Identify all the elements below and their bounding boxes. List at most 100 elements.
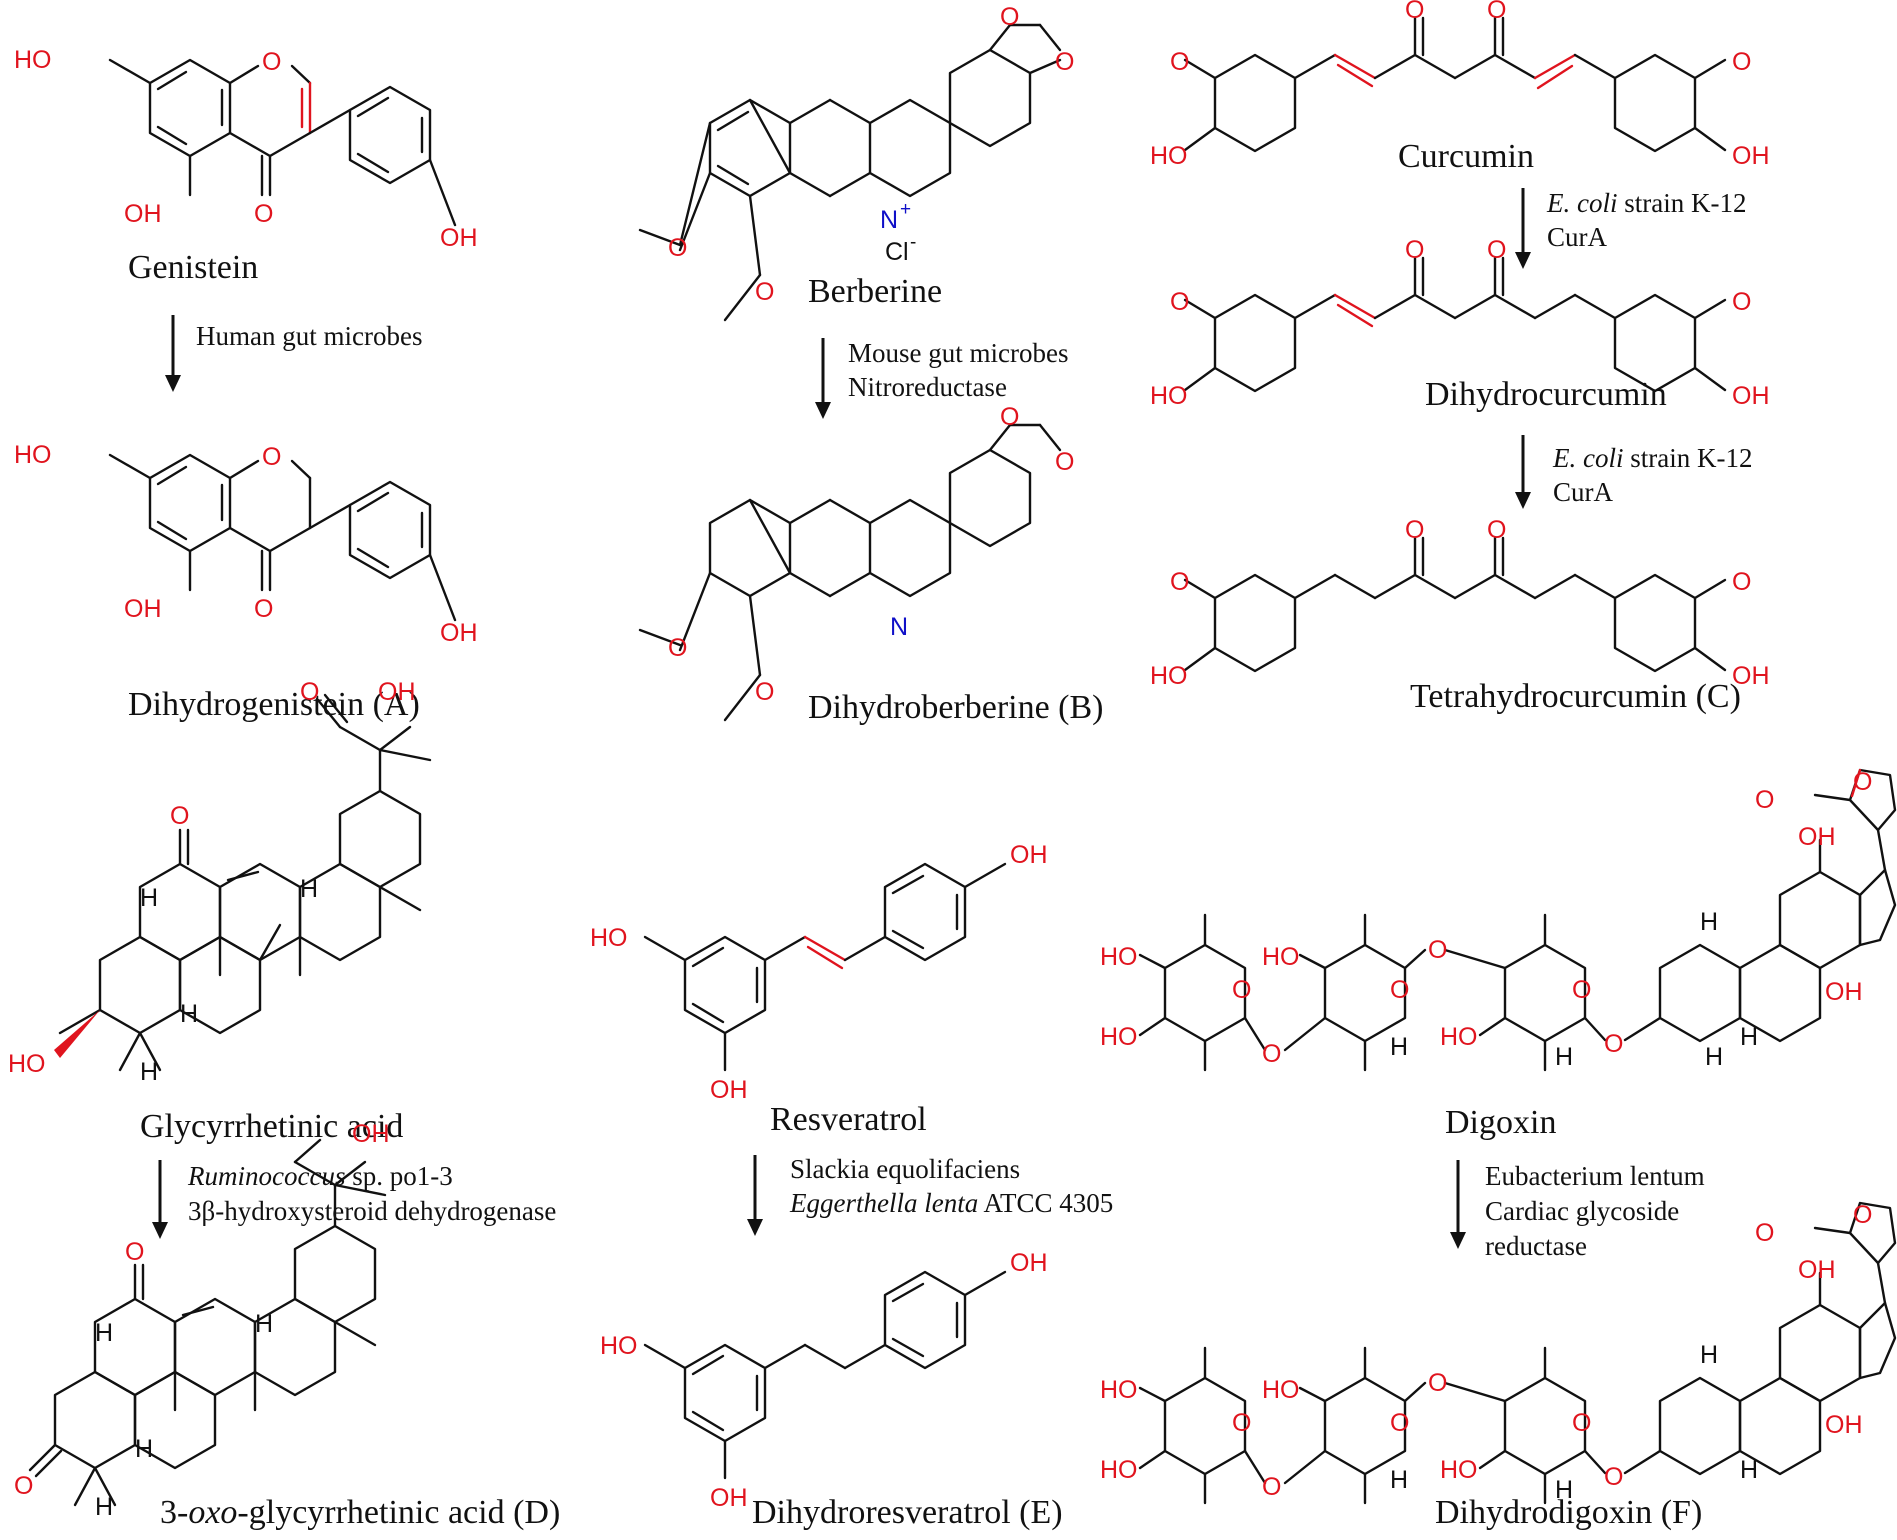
- ring-oxygen-label: O: [1232, 1409, 1251, 1437]
- ring-oxygen-label: O: [1390, 976, 1409, 1004]
- product-name: Dihydrogenistein (A): [128, 686, 420, 723]
- negative-charge: -: [910, 232, 916, 253]
- substrate-name: Berberine: [808, 273, 942, 310]
- substrate-name: Glycyrrhetinic acid: [140, 1108, 403, 1145]
- organism-name: E. coli: [1552, 443, 1623, 473]
- organism-name: Eggerthella lenta: [789, 1188, 978, 1218]
- panel-e: HO OH OH Resveratrol Slackia equolifacie…: [590, 841, 1113, 1531]
- ring-oxygen-label: O: [1232, 976, 1251, 1004]
- stereo-hydrogen-label: H: [95, 1493, 113, 1521]
- product-suffix: -glycyrrhetinic acid (D): [237, 1494, 560, 1531]
- lactone-oxygen-label: O: [1755, 786, 1774, 814]
- ring-oxygen-label: O: [1572, 976, 1591, 1004]
- substrate-name: Resveratrol: [770, 1101, 927, 1138]
- hydroxyl-label: HO: [1440, 1023, 1478, 1051]
- methylenedioxy-oxygen-label: O: [1000, 3, 1019, 31]
- stereo-hydrogen-label: H: [1705, 1043, 1723, 1071]
- hydroxyl-label: HO: [1440, 1456, 1478, 1484]
- arrowhead: [165, 375, 181, 392]
- stereo-hydrogen-label: H: [140, 884, 158, 912]
- stereo-hydrogen-label: H: [95, 1319, 113, 1347]
- glycosidic-oxygen-label: O: [1604, 1030, 1623, 1058]
- ketone-oxygen-label: O: [1487, 0, 1506, 24]
- ring-oxygen-label: O: [1572, 1409, 1591, 1437]
- dihydroresveratrol-structure: HO OH OH: [600, 1249, 1048, 1512]
- ketone-oxygen-label: O: [170, 802, 189, 830]
- hydroxyl-label: OH: [1825, 978, 1863, 1006]
- hydroxyl-label: OH: [710, 1076, 748, 1104]
- hydroxyl-label: OH: [1798, 823, 1836, 851]
- hydroxyl-label: OH: [1732, 662, 1770, 690]
- stereo-hydrogen-label: H: [1740, 1456, 1758, 1484]
- glycosidic-oxygen-label: O: [1262, 1040, 1281, 1068]
- hydroxyl-label: OH: [1732, 142, 1770, 170]
- methoxy-oxygen-label: O: [1170, 568, 1189, 596]
- reaction-condition: Human gut microbes: [196, 321, 422, 351]
- panel-f: O O O O O O HO HO HO HO OH OH O O H H H …: [1100, 768, 1897, 1531]
- lactone-oxygen-label: O: [1853, 1201, 1872, 1229]
- methylenedioxy-oxygen-label: O: [1055, 48, 1074, 76]
- hydroxyl-label: HO: [8, 1050, 46, 1078]
- enzyme-label: CurA: [1547, 222, 1608, 252]
- hydroxyl-label: OH: [124, 595, 162, 623]
- panel-c: O O O HO O OH Curcumin E. coli strain K-…: [1150, 0, 1770, 715]
- panel-d: O O OH HO H H H H Glycyrrhetinic acid Ru…: [8, 678, 560, 1531]
- nitrogen-label: N: [890, 613, 908, 641]
- hydroxyl-label: OH: [1825, 1411, 1863, 1439]
- stereo-hydrogen-label: H: [1740, 1023, 1758, 1051]
- ring-oxygen-label: O: [262, 48, 281, 76]
- stereo-hydrogen-label: H: [1700, 908, 1718, 936]
- stereo-hydrogen-label: H: [180, 1000, 198, 1028]
- product-name: Dihydroberberine (B): [808, 689, 1104, 726]
- stereo-hydrogen-label: H: [1390, 1033, 1408, 1061]
- substrate-name: Digoxin: [1445, 1104, 1556, 1141]
- carbonyl-oxygen-label: O: [300, 678, 319, 706]
- methoxy-oxygen-label: O: [1732, 288, 1751, 316]
- arrowhead: [1450, 1232, 1466, 1249]
- hydroxyl-label: HO: [600, 1332, 638, 1360]
- chloride-label: Cl: [885, 238, 909, 266]
- lactone-oxygen-label: O: [1853, 768, 1872, 796]
- oxo-glycyrrhetinic-acid-structure: O OH O H H H H: [14, 1120, 390, 1521]
- ketone-oxygen-label: O: [1487, 516, 1506, 544]
- ketone-oxygen-label: O: [1487, 236, 1506, 264]
- berberine-structure: N + Cl - O O O O: [638, 3, 1074, 322]
- enzyme-label: CurA: [1553, 477, 1614, 507]
- stereo-hydrogen-label: H: [1700, 1341, 1718, 1369]
- arrowhead: [1515, 492, 1531, 509]
- strain-label: strain K-12: [1617, 188, 1746, 218]
- arrowhead: [815, 402, 831, 419]
- hydroxyl-label: HO: [1262, 943, 1300, 971]
- methoxy-oxygen-label: O: [1170, 288, 1189, 316]
- ketone-oxygen-label: O: [1405, 516, 1424, 544]
- reaction-condition: E. coli strain K-12: [1552, 443, 1752, 473]
- hydroxyl-label: HO: [14, 441, 52, 469]
- reaction-condition: Nitroreductase: [848, 372, 1007, 402]
- panel-a: HO O OH O OH Genistein Human gut microbe…: [14, 46, 478, 723]
- hydroxyl-label: OH: [710, 1484, 748, 1512]
- ketone-oxygen-label: O: [14, 1472, 33, 1500]
- arrowhead: [1515, 252, 1531, 269]
- carboxyl-hydroxyl-label: OH: [378, 678, 416, 706]
- ketone-oxygen-label: O: [1405, 0, 1424, 24]
- stereo-hydrogen-label: H: [1390, 1466, 1408, 1494]
- organism-name: E. coli: [1546, 188, 1617, 218]
- product-name: 3-oxo-glycyrrhetinic acid (D): [160, 1494, 560, 1531]
- methoxy-oxygen-label: O: [668, 234, 687, 262]
- methoxy-oxygen-label: O: [1732, 48, 1751, 76]
- product-name: Tetrahydrocurcumin (C): [1410, 678, 1741, 715]
- enzyme-label: 3β-hydroxysteroid dehydrogenase: [188, 1196, 556, 1226]
- dihydrogenistein-structure: HO O OH O OH: [14, 441, 478, 647]
- positive-charge: +: [900, 199, 911, 220]
- hydroxyl-label: HO: [1150, 662, 1188, 690]
- digoxin-structure: O O O O O O HO HO HO HO OH OH O O H H H …: [1100, 768, 1897, 1072]
- hydroxyl-label: HO: [1262, 1376, 1300, 1404]
- strain-label: strain K-12: [1623, 443, 1752, 473]
- curcumin-structure: O O O HO O OH: [1150, 0, 1770, 170]
- stereo-hydrogen-label: H: [140, 1058, 158, 1086]
- reaction-condition: Cardiac glycoside: [1485, 1196, 1679, 1226]
- stereo-hydrogen-label: H: [1555, 1476, 1573, 1504]
- hydroxyl-label: HO: [14, 46, 52, 74]
- ketone-oxygen-label: O: [254, 200, 273, 228]
